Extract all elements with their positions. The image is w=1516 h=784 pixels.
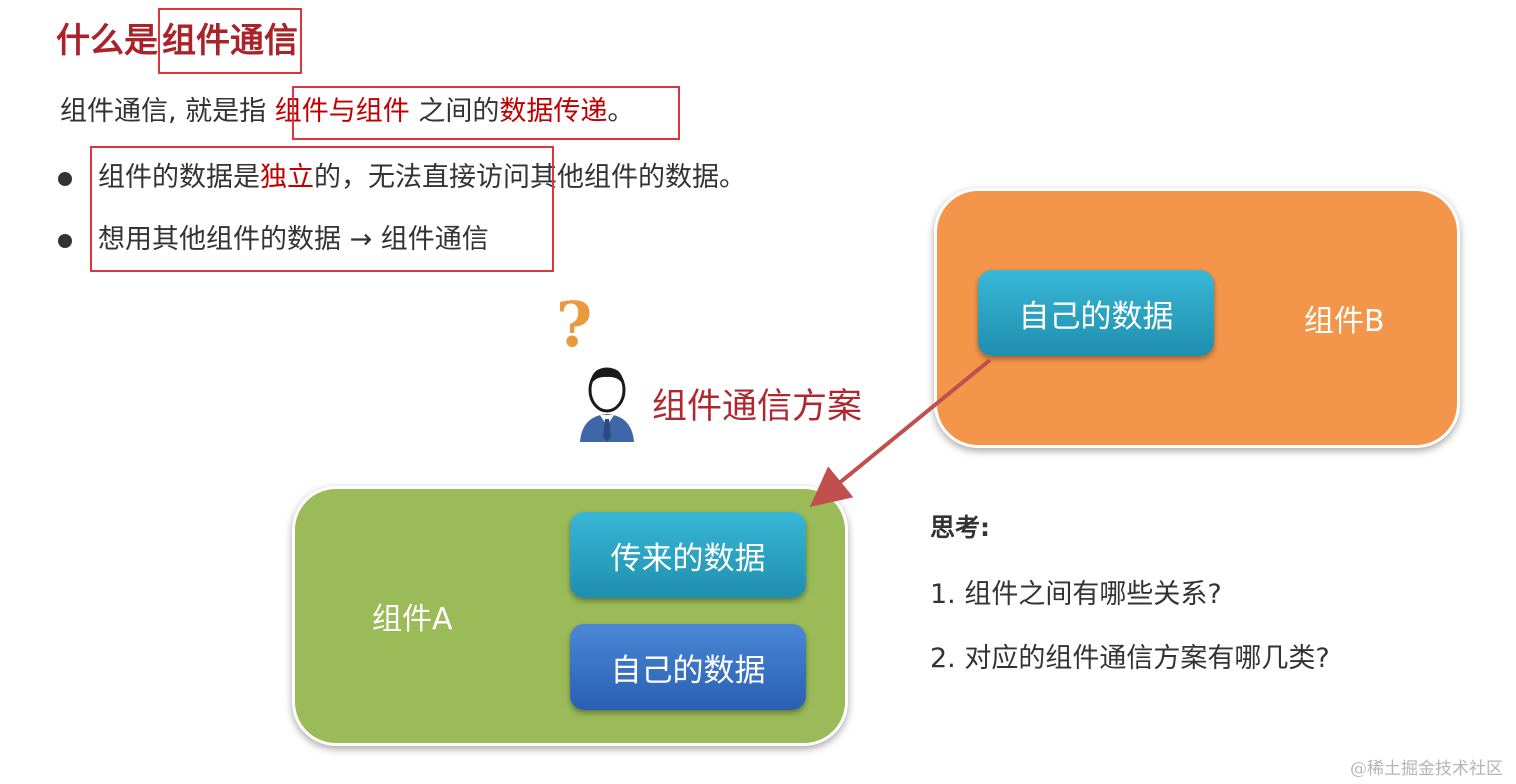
bullets-highlight-box bbox=[90, 146, 554, 272]
think-title: 思考: bbox=[930, 513, 990, 542]
title-prefix: 什么是 bbox=[56, 21, 158, 61]
watermark: @稀土掘金技术社区 bbox=[1350, 759, 1503, 779]
bullet-1-red: 独立 bbox=[260, 162, 314, 193]
intro-line: 组件通信, 就是指 组件与组件 之间的数据传递。 bbox=[60, 90, 634, 134]
think-question-2: 2. 对应的组件通信方案有哪几类? bbox=[930, 643, 1330, 674]
intro-end: 。 bbox=[607, 96, 635, 127]
intro-red1: 组件与组件 bbox=[274, 96, 410, 127]
page-title: 什么是组件通信 bbox=[56, 8, 302, 74]
bullet-2-before: 想用其他组件的数据 → 组件通信 bbox=[98, 224, 489, 255]
component-a-label: 组件A bbox=[372, 602, 453, 637]
scheme-label: 组件通信方案 bbox=[652, 387, 863, 427]
think-question-1: 1. 组件之间有哪些关系? bbox=[930, 579, 1222, 610]
component-b-label: 组件B bbox=[1304, 304, 1385, 339]
bullet-item-1: 组件的数据是独立的，无法直接访问其他组件的数据。 bbox=[98, 158, 746, 198]
title-highlight: 组件通信 bbox=[158, 8, 302, 74]
bullet-dot bbox=[58, 234, 72, 248]
intro-highlight-box bbox=[292, 86, 680, 140]
intro-part1: 组件通信, 就是指 bbox=[60, 96, 275, 127]
bullet-1-before: 组件的数据是 bbox=[98, 162, 260, 193]
component-a-own-data: 自己的数据 bbox=[570, 624, 806, 710]
component-a-received-data: 传来的数据 bbox=[570, 512, 806, 598]
person-icon bbox=[580, 367, 634, 442]
intro-part2: 之间的 bbox=[409, 96, 500, 127]
bullet-item-2: 想用其他组件的数据 → 组件通信 bbox=[98, 220, 489, 260]
bullet-dot bbox=[58, 172, 72, 186]
question-mark-icon: ? bbox=[556, 288, 593, 361]
bullet-1-after: 的，无法直接访问其他组件的数据。 bbox=[314, 162, 746, 193]
intro-red2: 数据传递 bbox=[499, 96, 608, 127]
component-b-own-data: 自己的数据 bbox=[978, 270, 1214, 356]
